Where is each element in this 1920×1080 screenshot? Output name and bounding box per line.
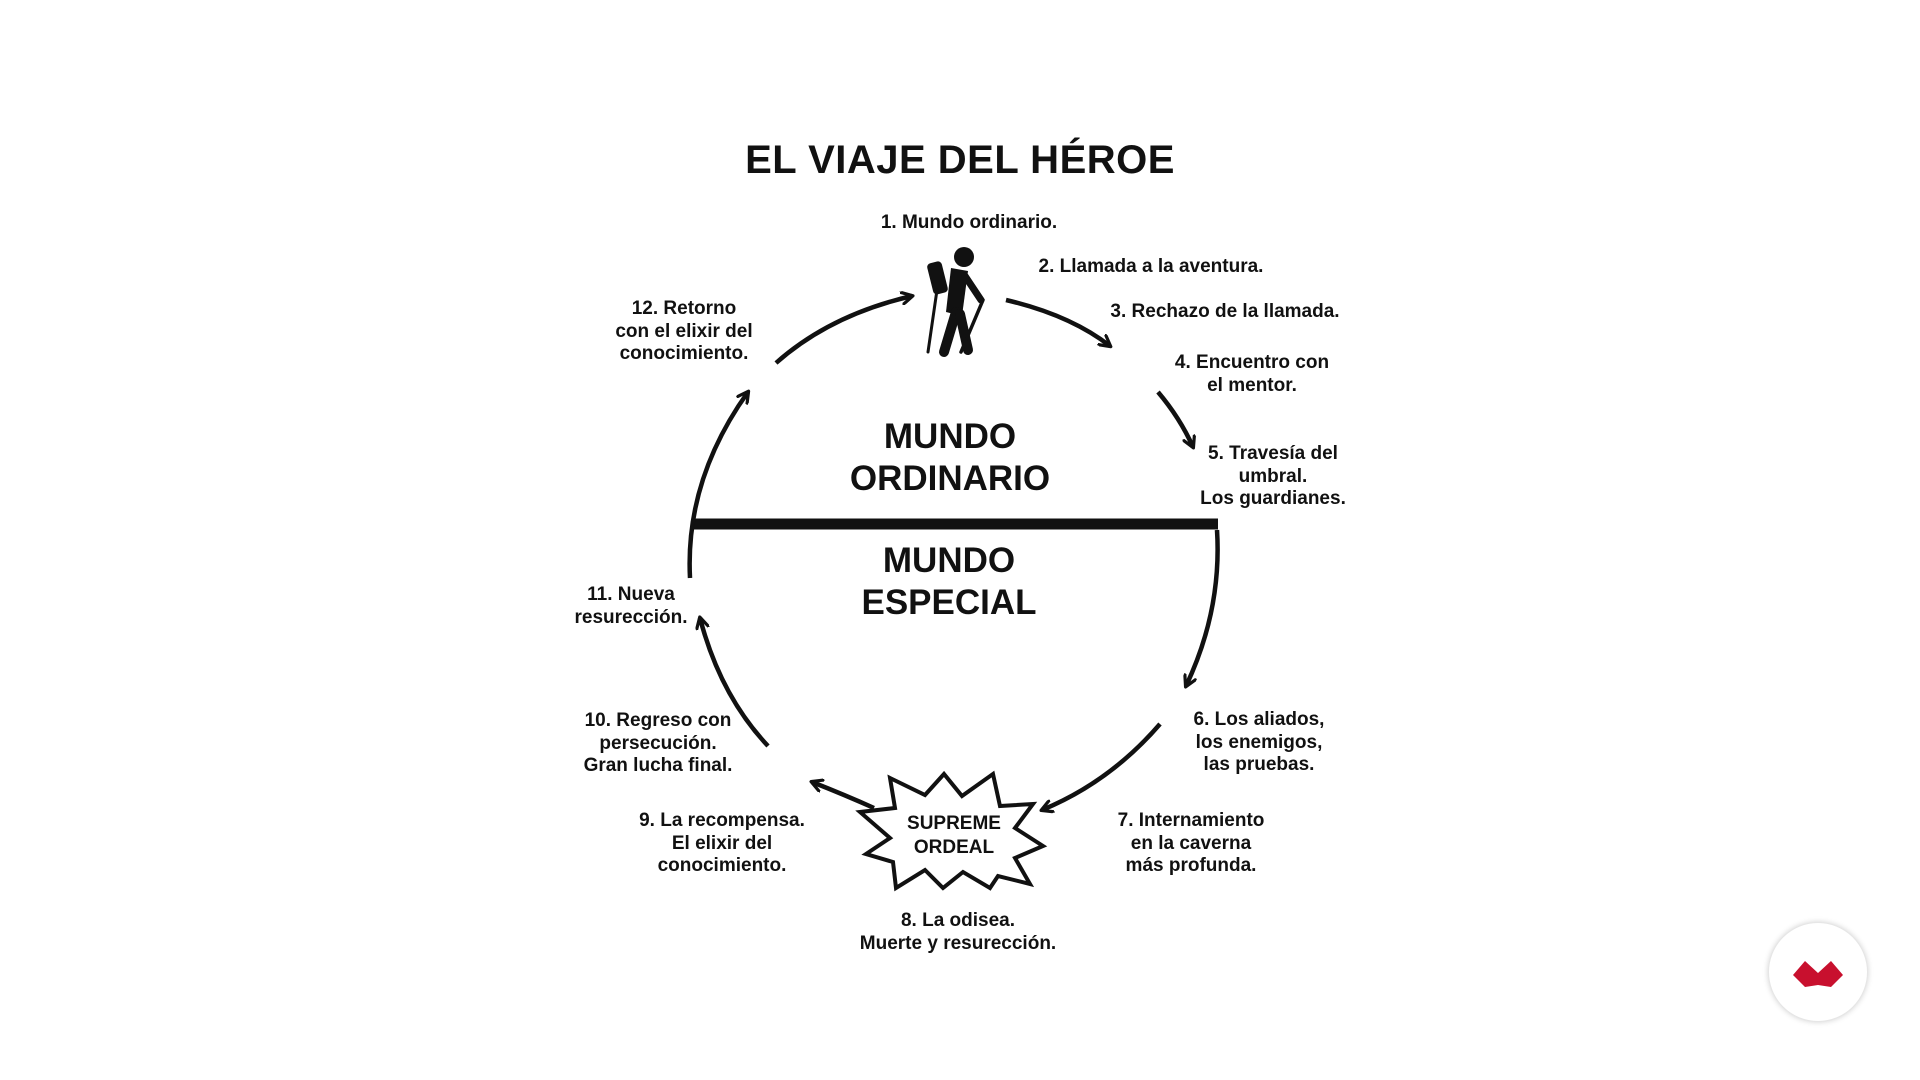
stage-label-8: 8. La odisea. Muerte y resurección. (860, 910, 1056, 955)
ordeal-starburst (855, 770, 1048, 892)
ordeal-label: SUPREME ORDEAL (907, 812, 1001, 860)
stage-8-line-2: Muerte y resurección. (859, 932, 1057, 954)
stage-11-line-1: 11. Nueva (587, 584, 675, 605)
diagram-title: EL VIAJE DEL HÉROE (745, 138, 1175, 182)
stage-11-line-2: resurección. (574, 606, 688, 628)
ordinary-world-line-2: ORDINARIO (849, 459, 1051, 498)
stage-4-line-1: 4. Encuentro con (1174, 352, 1330, 373)
stage-12-line-3: conocimiento. (619, 343, 749, 364)
stage-12-line-1: 12. Retorno (631, 298, 737, 319)
arrow-12-to-1 (774, 296, 912, 365)
stage-label-6: 6. Los aliados, los enemigos, las prueba… (1194, 709, 1325, 777)
stage-4-line-2: el mentor. (1207, 374, 1297, 396)
stage-10-line-1: 10. Regreso con (584, 710, 732, 731)
stage-label-7: 7. Internamiento en la caverna más profu… (1118, 810, 1265, 878)
stage-label-11: 11. Nueva resurección. (575, 584, 688, 629)
stage-label-3: 3. Rechazo de la llamada. (1110, 301, 1339, 324)
stage-5-line-2: umbral. (1238, 465, 1308, 487)
ordeal-line-1: SUPREME (907, 813, 1001, 834)
arrow-4-to-5 (1156, 390, 1193, 447)
ordinary-world-line-1: MUNDO (883, 417, 1017, 456)
hiker-icon (926, 247, 985, 357)
arrow-10-to-11 (700, 618, 770, 748)
stage-5-line-3: Los guardianes. (1200, 488, 1346, 509)
arrow-6-to-7 (1042, 722, 1162, 810)
ordinary-world-label: MUNDO ORDINARIO (850, 416, 1050, 500)
brand-logo (1768, 922, 1868, 1022)
arrow-1-to-3 (1005, 297, 1110, 346)
stage-label-1: 1. Mundo ordinario. (881, 212, 1057, 235)
stage-6-line-2: los enemigos, (1195, 731, 1323, 753)
special-world-line-1: MUNDO (882, 541, 1016, 580)
stage-label-12: 12. Retorno con el elixir del conocimien… (615, 298, 752, 366)
stage-10-line-3: Gran lucha final. (583, 755, 733, 776)
ordeal-line-2: ORDEAL (913, 837, 995, 858)
stage-label-2: 2. Llamada a la aventura. (1039, 256, 1264, 279)
stage-6-line-1: 6. Los aliados, (1193, 709, 1325, 730)
stage-9-line-2: El elixir del (671, 832, 773, 854)
stage-7-line-2: en la caverna (1130, 832, 1252, 854)
stage-1-line-1: 1. Mundo ordinario. (880, 212, 1058, 233)
arrow-11-to-12 (687, 392, 748, 579)
stage-9-line-3: conocimiento. (657, 855, 787, 876)
arrow-8-to-9 (812, 782, 875, 811)
special-world-label: MUNDO ESPECIAL (861, 540, 1036, 624)
brand-logo-icon (1793, 961, 1843, 987)
stage-label-4: 4. Encuentro con el mentor. (1175, 352, 1329, 397)
stage-12-line-2: con el elixir del (615, 320, 753, 342)
stage-7-line-1: 7. Internamiento (1117, 810, 1265, 831)
stage-8-line-1: 8. La odisea. (900, 910, 1016, 931)
stage-3-line-1: 3. Rechazo de la llamada. (1110, 301, 1340, 322)
stage-label-10: 10. Regreso con persecución. Gran lucha … (584, 710, 733, 778)
stage-7-line-3: más profunda. (1125, 855, 1257, 876)
stage-5-line-1: 5. Travesía del (1208, 443, 1338, 464)
stage-label-9: 9. La recompensa. El elixir del conocimi… (639, 810, 805, 878)
stage-10-line-2: persecución. (599, 732, 717, 754)
stage-6-line-3: las pruebas. (1203, 754, 1315, 775)
special-world-line-2: ESPECIAL (861, 583, 1037, 622)
stage-2-line-1: 2. Llamada a la aventura. (1038, 256, 1264, 277)
arrow-divider-to-6 (1186, 529, 1220, 686)
stage-label-5: 5. Travesía del umbral. Los guardianes. (1200, 443, 1346, 511)
stage-9-line-1: 9. La recompensa. (639, 810, 805, 831)
